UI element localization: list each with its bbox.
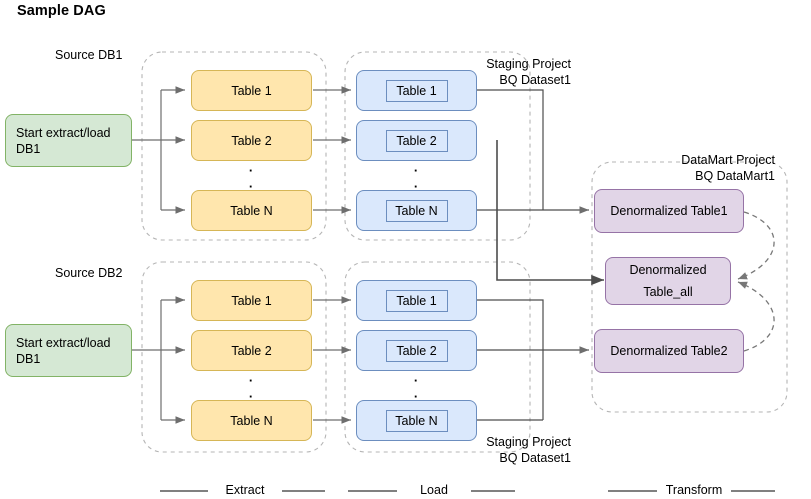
phase-label-load: Load [397, 483, 471, 497]
extract-bottom-ellipsis-dot-1: · [248, 373, 254, 388]
table-all-riser [496, 140, 604, 286]
load-bottom-table-1[interactable]: Table 1 [356, 280, 477, 321]
arrows-extract-to-load-top [313, 86, 351, 214]
extract-top-ellipsis-dot-2: · [248, 179, 254, 194]
page-title: Sample DAG [17, 3, 106, 19]
transform-denormalized-table-all[interactable]: Denormalized Table_all [605, 257, 731, 305]
load-bottom-table-2[interactable]: Table 2 [356, 330, 477, 371]
arrows-load-to-transform-bottom [477, 299, 589, 421]
denorm-table-all-line1: Denormalized [629, 263, 707, 277]
load-bottom-ellipsis-dot-2: · [413, 389, 419, 404]
load-top-ellipsis-dot-2: · [413, 179, 419, 194]
group-label-source-db2: Source DB2 [55, 266, 123, 280]
arrows-to-table-all [496, 140, 604, 286]
extract-bottom-ellipsis-dot-2: · [248, 389, 254, 404]
group-label-staging-top: Staging Project BQ Dataset1 [486, 57, 571, 87]
start-node-db1-top[interactable]: Start extract/load DB1 [5, 114, 132, 167]
transform-denormalized-table1[interactable]: Denormalized Table1 [594, 189, 744, 233]
load-top-table-n[interactable]: Table N [356, 190, 477, 231]
extract-top-table-1[interactable]: Table 1 [191, 70, 312, 111]
merge-top-t1 [477, 89, 544, 210]
load-bottom-table-1-inner: Table 1 [385, 289, 448, 312]
load-top-table-1-inner: Table 1 [385, 79, 448, 102]
extract-top-table-n[interactable]: Table N [191, 190, 312, 231]
group-boundaries [141, 51, 788, 453]
group-label-datamart: DataMart Project BQ DataMart1 [681, 153, 775, 183]
extract-bottom-table-n[interactable]: Table N [191, 400, 312, 441]
load-bottom-table-2-inner: Table 2 [385, 339, 448, 362]
arrows-extract-to-load-bottom [313, 296, 351, 424]
extract-bottom-table-1[interactable]: Table 1 [191, 280, 312, 321]
load-top-ellipsis-dot-1: · [413, 163, 419, 178]
load-top-table-2[interactable]: Table 2 [356, 120, 477, 161]
merge-bot-t1 [477, 299, 544, 420]
load-bottom-table-n[interactable]: Table N [356, 400, 477, 441]
denorm-table-all-line2: Table_all [643, 285, 693, 299]
transform-denormalized-table2[interactable]: Denormalized Table2 [594, 329, 744, 373]
load-top-table-2-inner: Table 2 [385, 129, 448, 152]
start-node-db1-bottom[interactable]: Start extract/load DB1 [5, 324, 132, 377]
load-top-table-n-inner: Table N [385, 199, 448, 222]
arrows-extract-bottom [131, 296, 185, 424]
extract-bottom-table-2[interactable]: Table 2 [191, 330, 312, 371]
group-label-source-db1: Source DB1 [55, 48, 123, 62]
arrows-feedback-dashed [737, 211, 775, 352]
arrows-load-to-transform-top [477, 89, 589, 214]
load-bottom-table-n-inner: Table N [385, 409, 448, 432]
arrows-extract-top [131, 86, 185, 214]
extract-top-ellipsis-dot-1: · [248, 163, 254, 178]
phase-label-transform: Transform [657, 483, 731, 497]
extract-top-table-2[interactable]: Table 2 [191, 120, 312, 161]
load-bottom-ellipsis-dot-1: · [413, 373, 419, 388]
group-label-staging-bottom: Staging Project BQ Dataset1 [486, 435, 571, 465]
phase-label-extract: Extract [208, 483, 282, 497]
load-top-table-1[interactable]: Table 1 [356, 70, 477, 111]
